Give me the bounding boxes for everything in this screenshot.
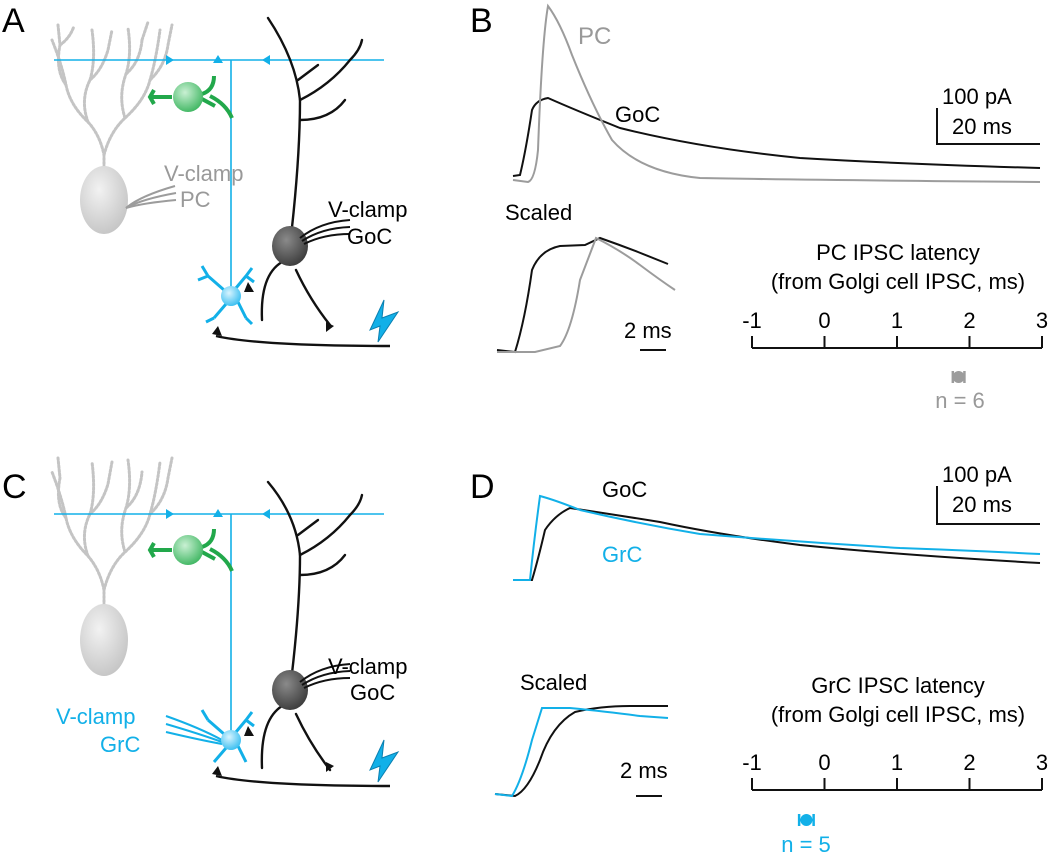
scaled-time-label: 2 ms xyxy=(620,758,668,783)
tick-label: 2 xyxy=(963,308,975,333)
grc-electrode-icon xyxy=(165,715,223,745)
mean-marker xyxy=(800,814,813,826)
synapse-arrows xyxy=(166,509,270,519)
n-label-d: n = 5 xyxy=(781,832,831,856)
goc-trace-label: GoC xyxy=(615,102,660,127)
goc-vclamp-label: V-clamp xyxy=(328,654,407,679)
scale-time-label: 20 ms xyxy=(952,114,1012,139)
tick-label: -1 xyxy=(742,308,762,333)
mossy-fiber xyxy=(215,774,391,788)
granule-cell xyxy=(197,265,255,326)
goc-trace xyxy=(512,96,1041,177)
mean-marker xyxy=(952,371,965,383)
goc-electrode-icon xyxy=(299,219,351,245)
grc-label: GrC xyxy=(100,732,140,757)
stellate-cell xyxy=(147,75,234,119)
grc-vclamp-label: V-clamp xyxy=(56,704,135,729)
tick-label: 1 xyxy=(891,308,903,333)
scaled-grc-trace xyxy=(494,707,669,798)
goc-trace xyxy=(513,506,1041,581)
stimulation-bolt-icon xyxy=(369,299,400,343)
scaled-pc-trace xyxy=(497,236,676,353)
synapse-arrows xyxy=(166,55,270,65)
tick-label: 3 xyxy=(1036,750,1048,775)
golgi-soma xyxy=(272,670,308,710)
scaled-goc-trace xyxy=(496,236,669,354)
purkinje-soma xyxy=(80,166,128,234)
tick-label: 0 xyxy=(818,750,830,775)
panel-d: D GoC GrC 100 pA 20 ms Scaled 2 ms GrC I… xyxy=(470,462,1048,856)
goc-label: GoC xyxy=(347,224,392,249)
pc-trace-label: PC xyxy=(578,23,611,50)
axis-title-line1: GrC IPSC latency xyxy=(811,673,985,698)
scale-time-label: 20 ms xyxy=(952,492,1012,517)
purkinje-soma xyxy=(80,604,128,676)
axis-title-line1: PC IPSC latency xyxy=(816,240,980,265)
stimulation-bolt-icon xyxy=(369,739,400,783)
scaled-time-label: 2 ms xyxy=(624,318,672,343)
purkinje-cell xyxy=(50,20,174,182)
n-label-b: n = 6 xyxy=(935,388,985,413)
goc-label: GoC xyxy=(350,680,395,705)
axis-title-line2: (from Golgi cell IPSC, ms) xyxy=(771,269,1025,294)
granule-soma xyxy=(221,286,241,306)
panel-letter-d: D xyxy=(470,468,495,506)
latency-axis-b: -1 0 1 2 3 xyxy=(742,308,1048,383)
scale-amp-label: 100 pA xyxy=(942,462,1012,487)
goc-trace-label: GoC xyxy=(602,477,647,502)
goc-vclamp-label: V-clamp xyxy=(328,197,407,222)
tick-label: -1 xyxy=(742,750,762,775)
scale-bar: 100 pA 20 ms xyxy=(936,84,1040,145)
tick-label: 1 xyxy=(891,750,903,775)
golgi-cell xyxy=(260,16,364,327)
goc-electrode-icon xyxy=(299,663,351,689)
golgi-cell xyxy=(260,480,364,772)
pc-electrode-icon xyxy=(125,185,177,209)
tick-label: 3 xyxy=(1036,308,1048,333)
granule-soma xyxy=(221,730,241,750)
panel-a: A V-clamp PC xyxy=(2,2,407,348)
golgi-soma xyxy=(272,226,308,266)
latency-axis-d: -1 0 1 2 3 xyxy=(742,750,1048,826)
panel-letter-b: B xyxy=(470,2,493,40)
scaled-goc-trace xyxy=(494,705,668,798)
panel-c: C xyxy=(2,456,407,788)
pc-label: PC xyxy=(180,187,211,212)
grc-trace-label: GrC xyxy=(602,542,642,567)
mossy-fiber xyxy=(215,334,391,348)
purkinje-cell xyxy=(50,456,174,612)
granule-cell xyxy=(200,709,255,763)
panel-letter-a: A xyxy=(2,2,25,40)
axis-title-line2: (from Golgi cell IPSC, ms) xyxy=(771,702,1025,727)
scale-amp-label: 100 pA xyxy=(942,84,1012,109)
pc-trace xyxy=(512,3,1041,184)
grc-trace xyxy=(513,494,1041,581)
scaled-label: Scaled xyxy=(520,670,587,695)
tick-label: 0 xyxy=(818,308,830,333)
panel-letter-c: C xyxy=(2,468,27,506)
panel-b: B PC GoC 100 pA 20 ms Scaled 2 ms PC IPS… xyxy=(470,2,1048,413)
stellate-cell xyxy=(147,528,234,572)
scaled-label: Scaled xyxy=(505,200,572,225)
scale-bar: 100 pA 20 ms xyxy=(936,462,1040,525)
tick-label: 2 xyxy=(963,750,975,775)
